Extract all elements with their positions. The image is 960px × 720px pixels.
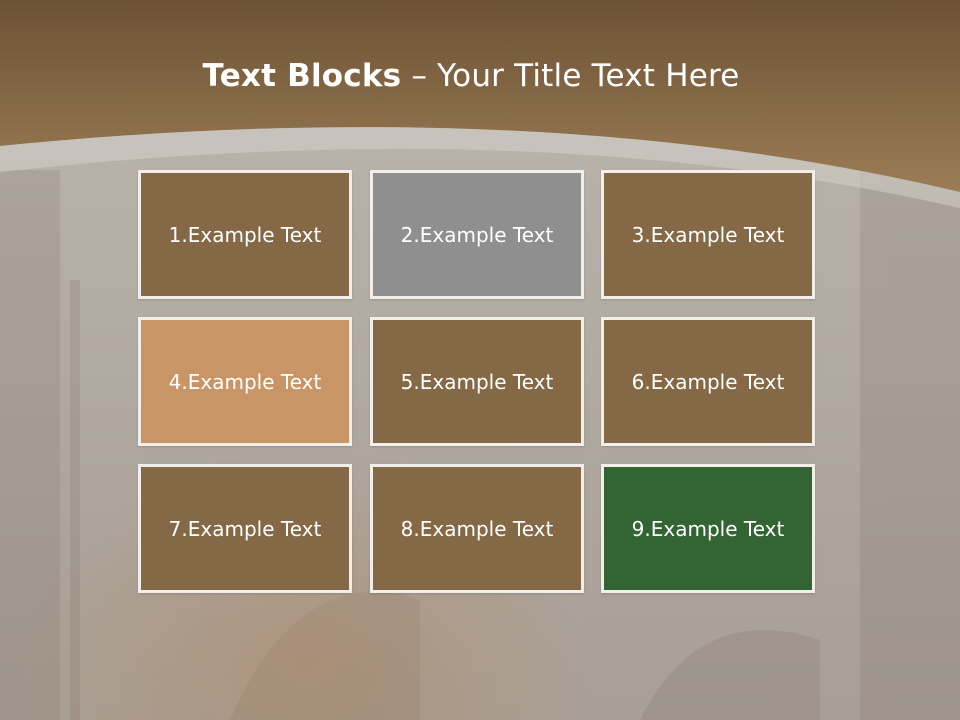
- text-block-5: 5.Example Text: [370, 317, 584, 446]
- text-block-3: 3.Example Text: [601, 170, 815, 299]
- text-block-4: 4.Example Text: [138, 317, 352, 446]
- title-bold: Text Blocks: [202, 58, 402, 94]
- text-block-8: 8.Example Text: [370, 464, 584, 593]
- text-block-grid: 1.Example Text 2.Example Text 3.Example …: [138, 170, 815, 594]
- text-block-6: 6.Example Text: [601, 317, 815, 446]
- page-title: Text Blocks – Your Title Text Here: [0, 52, 942, 100]
- text-block-2: 2.Example Text: [370, 170, 584, 299]
- text-block-7: 7.Example Text: [138, 464, 352, 593]
- title-separator: –: [401, 58, 438, 94]
- title-rest: Your Title Text Here: [437, 58, 740, 94]
- text-block-9: 9.Example Text: [601, 464, 815, 593]
- text-block-1: 1.Example Text: [138, 170, 352, 299]
